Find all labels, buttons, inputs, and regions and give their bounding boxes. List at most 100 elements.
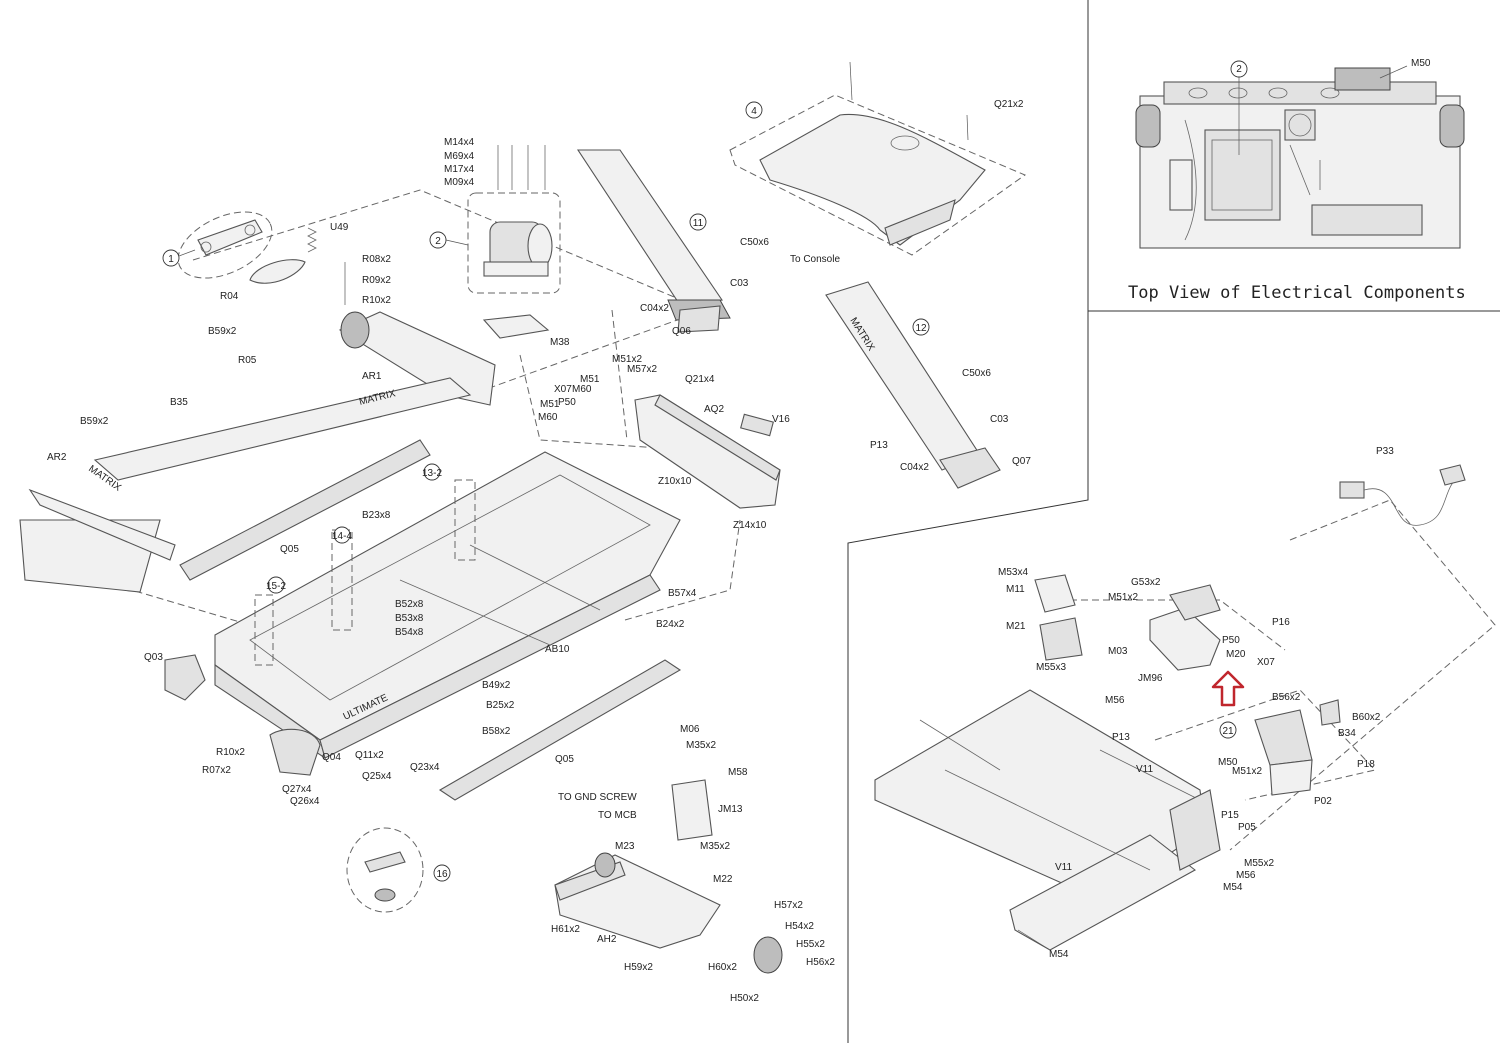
part-label: M20 [1226,649,1246,660]
part-label: C04x2 [640,303,669,314]
part-label: B59x2 [80,416,109,427]
part-label: B23x8 [362,510,391,521]
part-label: P16 [1272,617,1290,628]
part-label: M55x2 [1244,858,1274,869]
callout-16: 16 [436,869,448,880]
part-label: B35 [170,397,188,408]
part-label: B57x4 [668,588,697,599]
part-label: M53x4 [998,567,1028,578]
part-label: H61x2 [551,924,580,935]
part-label: AQ2 [704,404,724,415]
part-label: C03 [730,278,749,289]
part-label: H50x2 [730,993,759,1004]
part-label: R04 [220,291,239,302]
part-label: B56x2 [1272,692,1301,703]
part-label: R09x2 [362,275,391,286]
part-label: M14x4 [444,137,474,148]
part-label: R10x2 [362,295,391,306]
part-label: M50 [1218,757,1238,768]
part-label: P15 [1221,810,1239,821]
part-label: B58x2 [482,726,511,737]
panel-borders [847,0,1500,1043]
part-label: M50 [1411,58,1431,69]
part-label: M51x2 [1108,592,1138,603]
callout-4: 4 [751,106,757,117]
part-label: Q05 [280,544,299,555]
callout-2: 2 [1236,64,1242,75]
part-label: M56 [1105,695,1125,706]
part-label: M21 [1006,621,1026,632]
part-label: M55x3 [1036,662,1066,673]
part-label: B52x8 [395,599,424,610]
part-label: Q23x4 [410,762,440,773]
part-label: P50 [1222,635,1240,646]
part-label: Q27x4 [282,784,312,795]
part-label: R05 [238,355,257,366]
callout-15: 15-2 [266,581,286,592]
part-label: M54 [1223,882,1243,893]
part-label: AR2 [47,452,67,463]
part-label: G53x2 [1131,577,1161,588]
part-label: AB10 [545,644,570,655]
treadmill-exploded-view: 1 U49 R04 R08x2 R09x2 R10x2 2 M14x4 M69x… [19,61,1031,1004]
part-label: To Console [790,254,840,265]
part-label: H60x2 [708,962,737,973]
part-label: M23 [615,841,635,852]
part-label: M17x4 [444,164,474,175]
part-label: M69x4 [444,151,474,162]
part-label: B49x2 [482,680,511,691]
part-label: B60x2 [1352,712,1381,723]
part-label: P50 [558,397,576,408]
part-label: C03 [990,414,1009,425]
part-label: P02 [1314,796,1332,807]
part-label: M35x2 [700,841,730,852]
part-label: M38 [550,337,570,348]
part-label: M57x2 [627,364,657,375]
part-label: H54x2 [785,921,814,932]
callout-12: 12 [915,323,927,334]
part-label: R08x2 [362,254,391,265]
part-label: AH2 [597,934,617,945]
part-label: Q11x2 [355,750,384,761]
callout-1: 1 [168,254,174,265]
part-label: JM96 [1138,673,1163,684]
top-view-electrical-panel: 2 M50 Top View of Electrical Components [1128,58,1466,303]
part-label: H56x2 [806,957,835,968]
part-label: R07x2 [202,765,231,776]
part-label: M35x2 [686,740,716,751]
highlight-arrow [1211,670,1245,707]
part-label: Q26x4 [290,796,320,807]
part-label: M51 [580,374,600,385]
part-label: JM13 [718,804,743,815]
part-label: M11 [1006,584,1025,595]
part-label: C50x6 [740,237,769,248]
part-label: U49 [330,222,349,233]
part-label: V11 [1055,862,1072,873]
part-label: M56 [1236,870,1256,881]
part-label: M51x2 [1232,766,1262,777]
part-label: P05 [1238,822,1256,833]
part-label: M03 [1108,646,1128,657]
part-label: X07 [1257,657,1275,668]
part-label: Q21x4 [685,374,715,385]
part-label: Q05 [555,754,574,765]
callout-13: 13-2 [422,468,442,479]
callout-11: 11 [693,218,704,229]
part-label: B34 [1338,728,1356,739]
part-label: M51x2 [612,354,642,365]
part-label: M09x4 [444,177,474,188]
callout-14: 14-4 [332,531,352,542]
part-label: B24x2 [656,619,685,630]
part-label: P13 [870,440,888,451]
part-label: M54 [1049,949,1069,960]
callout-21: 21 [1222,726,1234,737]
part-label: R10x2 [216,747,245,758]
part-label: Q25x4 [362,771,392,782]
part-label: Q04 [322,752,341,763]
part-label: M58 [728,767,748,778]
part-label: Q03 [144,652,163,663]
part-label: Z14x10 [733,520,767,531]
part-label: B59x2 [208,326,237,337]
part-label: C04x2 [900,462,929,473]
part-label: M51 [540,399,560,410]
